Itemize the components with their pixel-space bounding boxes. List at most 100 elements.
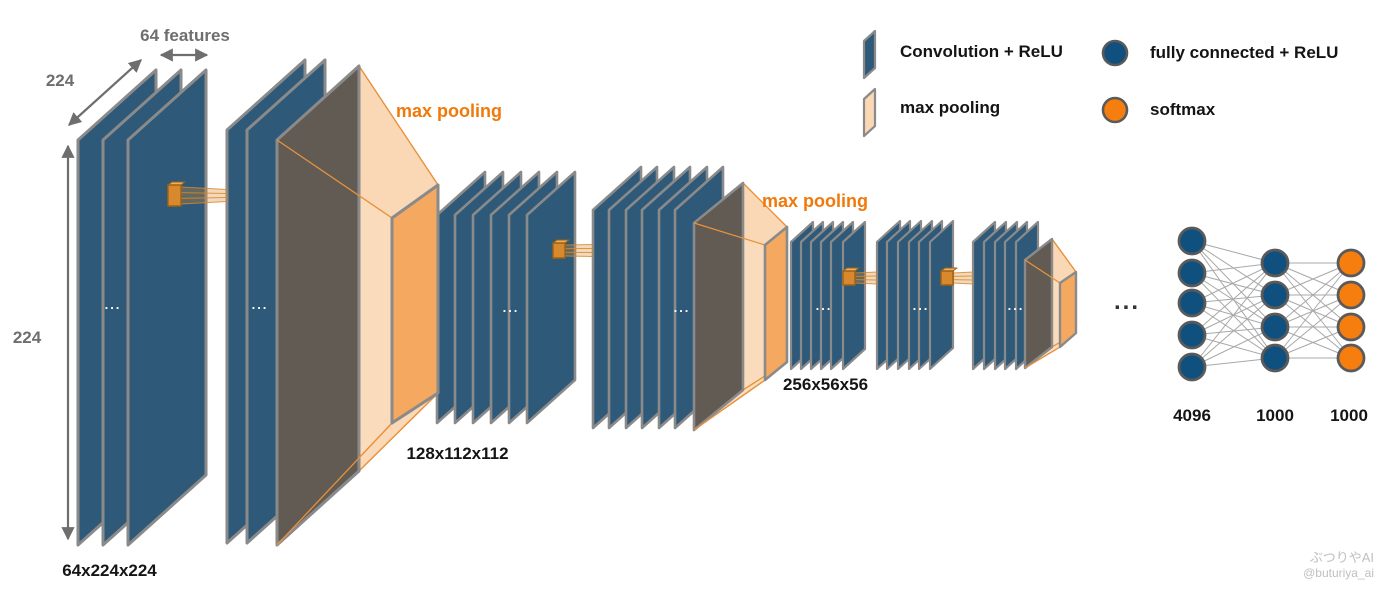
fc-node [1260,280,1290,310]
fc-connection-line [1191,262,1276,336]
fc-output-layer [1336,248,1366,373]
fc-node [1260,248,1290,278]
conv-layer-panel [928,219,955,371]
fc-connection-line [1191,272,1276,328]
fc2-units-label: 1000 [1256,406,1294,425]
fc1-units-label: 4096 [1173,406,1211,425]
fc-node [1336,248,1366,278]
pool-edge-line [276,139,393,219]
conv-kernel-3 [842,267,878,286]
fc-node [1177,288,1207,318]
fc-connection-line [1274,294,1352,359]
kernel-box [552,242,566,259]
legend-fc-icon [1101,39,1129,67]
legend-icons [862,29,1129,138]
legend-conv-label: Convolution + ReLU [900,42,1063,61]
block5-size-label: 256x56x56 [782,375,869,394]
max-pool-3 [1023,237,1078,370]
pool-edge-line [693,379,766,431]
output-units-label: 1000 [1330,406,1368,425]
pool-edge-line [693,222,766,246]
kernel-box [167,184,182,207]
kernel-fan-line [180,197,228,199]
conv-block-7 [971,220,1040,371]
block3-ellipsis: ... [502,300,520,315]
kernel-fan-line [564,244,594,246]
fc-node [1336,343,1366,373]
kernel-fan-line [854,271,878,274]
fc-connection-line [1191,262,1276,304]
kernel-fan-line [952,271,974,274]
conv-layer-panel-shaded [692,181,745,432]
fc-node [1177,320,1207,350]
block1-size-label: 64x224x224 [62,561,157,580]
fc-connection-line [1274,262,1352,328]
legend-softmax-icon [1101,96,1129,124]
block7-ellipsis: ... [1007,298,1025,313]
fc-connection-line [1274,262,1352,359]
legend-pool-label: max pooling [900,98,1001,117]
block1-ellipsis: ... [104,297,122,312]
input-width-label: 224 [45,71,75,90]
kernel-fan [855,272,877,284]
pool-edge-line [1024,346,1061,369]
max-pooling-label-1: max pooling [396,101,503,121]
conv-layer-panel-shaded [275,64,361,547]
kernel-fan-line [952,282,974,285]
hidden-layers-ellipsis: ... [1113,288,1140,315]
conv-block-5 [789,220,867,371]
fc-layer-1 [1177,226,1207,382]
max-pooling-label-2: max pooling [762,191,869,211]
kernel-fan-line [564,255,594,257]
kernel-fan-line [180,186,228,190]
pooled-output-layer [763,225,789,382]
kernel-fan [953,272,973,284]
features-count-label: 64 features [140,26,230,45]
fc-node [1336,280,1366,310]
legend-conv-icon [862,29,877,80]
conv-layer-panel [841,220,867,371]
block3-size-label: 128x112x112 [406,444,509,463]
pooled-output-layer [390,183,440,425]
dimension-arrows [61,48,209,541]
conv-kernel-1 [167,181,228,207]
conv-kernel-2 [552,239,594,259]
fc-node [1260,312,1290,342]
legend-softmax-label: softmax [1150,100,1216,119]
fc-node [1260,343,1290,373]
max-pool-2 [692,181,789,432]
pool-edge-line [276,422,393,546]
input-height-label: 224 [12,328,42,347]
block4-ellipsis: ... [673,300,691,315]
fc-connection-line [1191,326,1276,368]
conv-block-1 [76,68,208,547]
conv-layer-panel [126,68,208,547]
width-arrow [68,59,142,126]
watermark-name: ぶつりやAI [1309,550,1374,565]
fc-connection-line [1191,262,1276,368]
pool-edge-line [1024,259,1061,284]
conv-layer-panel-shaded [1023,237,1054,370]
conv-kernel-4 [940,267,974,286]
fc-node [1177,352,1207,382]
kernel-fan-line [180,192,228,194]
fc-node [1177,258,1207,288]
kernel-fan [565,244,593,257]
conv-layer-panel [525,170,577,425]
fc-connection-line [1191,294,1276,368]
kernel-box [842,270,856,286]
kernel-box [940,270,954,286]
block5-ellipsis: ... [815,298,833,313]
kernel-fan-line [854,282,878,285]
fc-layer-2 [1260,248,1290,373]
block2-ellipsis: ... [251,297,269,312]
watermark-handle: @buturiya_ai [1303,566,1374,580]
fc-node [1336,312,1366,342]
legend-pool-icon [862,87,877,138]
conv-block-3 [435,170,577,425]
pooled-output-layer [1058,270,1078,349]
fc-node [1177,226,1207,256]
conv-block-6 [875,219,955,371]
